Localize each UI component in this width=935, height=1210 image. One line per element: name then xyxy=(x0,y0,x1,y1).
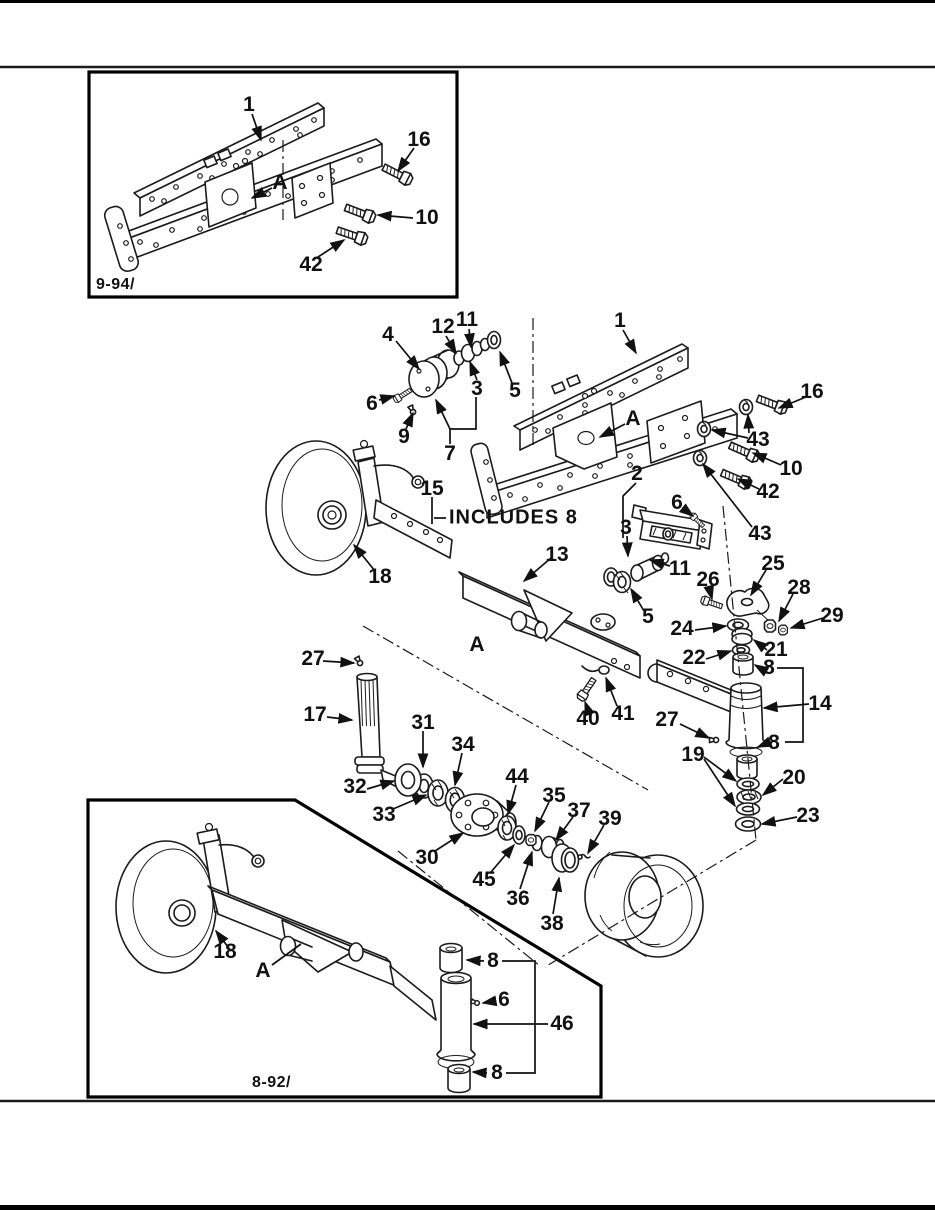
callout-12: 12 xyxy=(431,315,455,338)
callout-34: 34 xyxy=(451,733,475,756)
callout-14: 14 xyxy=(808,692,832,715)
callout-31: 31 xyxy=(411,711,435,734)
main-leaders xyxy=(322,328,824,915)
callout-11: 11 xyxy=(455,308,479,331)
callout-1: 1 xyxy=(614,309,626,332)
callout-32: 32 xyxy=(343,775,367,798)
callout-11: 11 xyxy=(668,557,692,580)
callout-43: 43 xyxy=(748,522,772,545)
callout-26: 26 xyxy=(696,568,720,591)
wheel-rim xyxy=(584,851,704,958)
callout-8: 8 xyxy=(768,731,780,754)
top-inset-caption: 9-94/ xyxy=(96,276,135,293)
callout-5: 5 xyxy=(642,605,654,628)
callout-39: 39 xyxy=(598,807,622,830)
callout-29: 29 xyxy=(820,604,844,627)
callout-6: 6 xyxy=(671,491,683,514)
callout-16: 16 xyxy=(800,380,824,403)
callout-43: 43 xyxy=(746,428,770,451)
callout-20: 20 xyxy=(782,766,806,789)
callout-45: 45 xyxy=(472,868,496,891)
callout-6: 6 xyxy=(498,988,510,1011)
callout-3: 3 xyxy=(471,377,483,400)
bracket-channel xyxy=(631,504,713,550)
includes-note: INCLUDES 8 xyxy=(449,506,578,529)
pivot-pin-assembly xyxy=(391,330,502,417)
callout-19: 19 xyxy=(681,743,705,766)
callout-42: 42 xyxy=(756,480,780,503)
callout-A: A xyxy=(272,171,288,194)
callout-33: 33 xyxy=(372,803,396,826)
bottom-inset-border xyxy=(86,798,603,1099)
callout-13: 13 xyxy=(545,543,569,566)
bottom-inset-axle xyxy=(115,822,481,1094)
callout-7: 7 xyxy=(444,442,456,465)
callout-8: 8 xyxy=(491,1061,503,1084)
callout-A: A xyxy=(255,959,271,982)
callout-28: 28 xyxy=(787,576,811,599)
callout-10: 10 xyxy=(779,457,803,480)
spindle-hub-train xyxy=(353,655,591,873)
callout-41: 41 xyxy=(611,702,635,725)
main-frame xyxy=(470,318,738,519)
callout-24: 24 xyxy=(670,617,694,640)
callout-18: 18 xyxy=(213,940,237,963)
callout-36: 36 xyxy=(506,887,530,910)
callout-27: 27 xyxy=(655,708,679,731)
callout-6: 6 xyxy=(366,392,378,415)
callout-27: 27 xyxy=(301,647,325,670)
callout-25: 25 xyxy=(761,552,785,575)
axle-beam xyxy=(458,571,641,704)
callout-1: 1 xyxy=(243,93,255,116)
top-inset-leaders xyxy=(250,113,415,258)
callout-3: 3 xyxy=(620,516,632,539)
callout-38: 38 xyxy=(540,912,564,935)
top-inset-frame xyxy=(103,102,415,272)
callout-46: 46 xyxy=(550,1012,574,1035)
construction-lines xyxy=(362,505,757,968)
callout-40: 40 xyxy=(576,707,600,730)
top-inset-border xyxy=(87,70,459,299)
callout-2: 2 xyxy=(631,462,643,485)
center-pivot-pin xyxy=(603,552,670,594)
callout-18: 18 xyxy=(368,565,392,588)
bottom-inset-caption: 8-92/ xyxy=(252,1074,291,1091)
callout-17: 17 xyxy=(303,703,327,726)
callout-21: 21 xyxy=(764,638,788,661)
callout-30: 30 xyxy=(415,846,439,869)
callout-44: 44 xyxy=(505,765,529,788)
callout-A: A xyxy=(625,407,641,430)
callout-8: 8 xyxy=(487,949,499,972)
bottom-inset-leaders xyxy=(214,929,548,1079)
callout-A: A xyxy=(469,633,485,656)
callout-9: 9 xyxy=(398,425,410,448)
callout-35: 35 xyxy=(542,784,566,807)
callout-16: 16 xyxy=(407,128,431,151)
callout-22: 22 xyxy=(682,646,706,669)
left-wheel-knuckle xyxy=(265,439,453,576)
callout-23: 23 xyxy=(796,804,820,827)
callout-42: 42 xyxy=(299,253,323,276)
callout-37: 37 xyxy=(567,799,591,822)
callout-15: 15 xyxy=(420,477,444,500)
callout-8: 8 xyxy=(763,656,775,679)
callout-5: 5 xyxy=(509,379,521,402)
callout-10: 10 xyxy=(415,206,439,229)
callout-4: 4 xyxy=(382,323,394,346)
